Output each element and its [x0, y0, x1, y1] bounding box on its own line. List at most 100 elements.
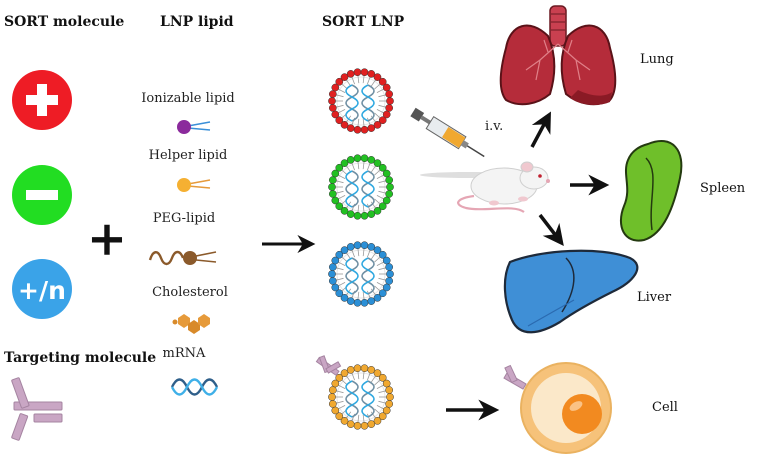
- cholesterol-icon: [172, 314, 210, 334]
- lipid-headgroup: [331, 406, 340, 415]
- lipid-headgroup: [373, 246, 382, 254]
- lipid-headgroup: [367, 297, 376, 305]
- lipid-headgroup: [378, 250, 387, 259]
- lipid-headgroup: [378, 163, 387, 172]
- lipid-headgroup: [382, 110, 391, 119]
- lipid-headgroup: [353, 298, 362, 307]
- lipid-headgroup: [360, 125, 369, 134]
- lipid-headgroup: [360, 298, 369, 307]
- lipid-headgroup: [385, 176, 394, 184]
- lipid-headgroup: [378, 289, 387, 298]
- lipid-headgroup: [331, 110, 340, 119]
- ionizable-lipid-icon: [177, 120, 211, 134]
- lipid-headgroup: [382, 83, 391, 92]
- plus-sign: +: [87, 211, 127, 267]
- lipid-headgroup: [382, 406, 391, 415]
- lipid-headgroup: [328, 90, 337, 98]
- sort-lnp-header: SORT LNP: [322, 14, 405, 30]
- lipid-headgroup: [385, 386, 394, 394]
- lipid-headgroup: [340, 417, 349, 425]
- lipid-headgroup: [373, 159, 382, 167]
- lipid-headgroup: [367, 366, 376, 374]
- targeting-molecule-header: Targeting molecule: [4, 350, 156, 366]
- blue-sort-lnp: [328, 241, 394, 307]
- lipid-headgroup: [385, 400, 394, 408]
- lipid-headgroup: [331, 256, 340, 265]
- negative-sort-molecule-icon: [12, 165, 72, 225]
- lipid-headgroup: [367, 420, 376, 428]
- lipid-headgroup: [373, 417, 382, 425]
- lnp-lipid-header: LNP lipid: [160, 14, 234, 30]
- lipid-headgroup: [335, 412, 344, 421]
- helper-lipid-label: Helper lipid: [149, 148, 228, 163]
- lipid-headgroup: [385, 90, 394, 98]
- lipid-headgroup: [328, 97, 336, 105]
- lipid-headgroup: [328, 393, 336, 401]
- lipid-headgroup: [353, 421, 362, 430]
- lipid-headgroup: [382, 283, 391, 292]
- lipid-headgroup: [328, 104, 337, 112]
- lipid-headgroup: [386, 270, 394, 278]
- green-sort-lnp: [328, 154, 394, 220]
- positive-sort-molecule-icon: [12, 70, 72, 130]
- lipid-headgroup: [367, 124, 376, 132]
- lipid-headgroup: [346, 297, 355, 305]
- lipid-headgroup: [378, 77, 387, 86]
- lipid-headgroup: [346, 366, 355, 374]
- lipid-headgroup: [353, 68, 362, 77]
- targeted-sort-lnp: [328, 364, 394, 430]
- lipid-headgroup: [373, 73, 382, 81]
- lipid-headgroup: [335, 116, 344, 125]
- lipid-headgroup: [353, 125, 362, 134]
- peg-lipid-icon: [148, 250, 217, 266]
- red-sort-lnp: [328, 68, 394, 134]
- lipid-headgroup: [385, 263, 394, 271]
- neutral-sort-molecule-icon: +/n: [12, 259, 72, 319]
- lipid-headgroup: [335, 163, 344, 172]
- lipid-headgroup: [331, 379, 340, 388]
- lipid-headgroup: [328, 190, 337, 198]
- lipid-headgroup: [385, 190, 394, 198]
- mouse-icon: [420, 161, 550, 213]
- lipid-headgroup: [386, 97, 394, 105]
- lipid-headgroup: [335, 202, 344, 211]
- lipid-headgroup: [385, 277, 394, 285]
- lipid-headgroup: [378, 412, 387, 421]
- lipid-headgroup: [373, 369, 382, 377]
- lipid-headgroup: [346, 70, 355, 78]
- lipid-headgroup: [360, 68, 369, 77]
- lipid-headgroup: [353, 211, 362, 220]
- lipid-headgroup: [346, 243, 355, 251]
- lipid-headgroup: [378, 116, 387, 125]
- lipid-headgroup: [331, 196, 340, 205]
- lipid-headgroup: [331, 83, 340, 92]
- lipid-headgroup: [360, 211, 369, 220]
- lipid-headgroup: [328, 400, 337, 408]
- lipid-headgroup: [360, 421, 369, 430]
- lipid-headgroup: [385, 104, 394, 112]
- lipid-headgroup: [335, 289, 344, 298]
- lipid-headgroup: [340, 207, 349, 215]
- lipid-headgroup: [360, 364, 369, 373]
- lipid-headgroup: [346, 210, 355, 218]
- lipid-headgroup: [328, 277, 337, 285]
- cell-label: Cell: [652, 400, 678, 415]
- lipid-headgroup: [340, 159, 349, 167]
- syringe-icon: [410, 107, 485, 158]
- svg-text:+/n: +/n: [18, 276, 66, 305]
- lipid-headgroup: [328, 386, 337, 394]
- lung-label: Lung: [640, 52, 674, 67]
- lipid-headgroup: [360, 154, 369, 163]
- antibody-icon: [11, 377, 63, 441]
- lipid-headgroup: [328, 270, 336, 278]
- lipid-headgroup: [328, 263, 337, 271]
- spleen-label: Spleen: [700, 181, 746, 196]
- mrna-icon: [170, 378, 219, 396]
- lipid-headgroup: [367, 210, 376, 218]
- lipid-headgroup: [367, 70, 376, 78]
- lipid-headgroup: [360, 241, 369, 250]
- helper-lipid-icon: [177, 178, 211, 192]
- lipid-headgroup: [331, 283, 340, 292]
- lipid-headgroup: [346, 124, 355, 132]
